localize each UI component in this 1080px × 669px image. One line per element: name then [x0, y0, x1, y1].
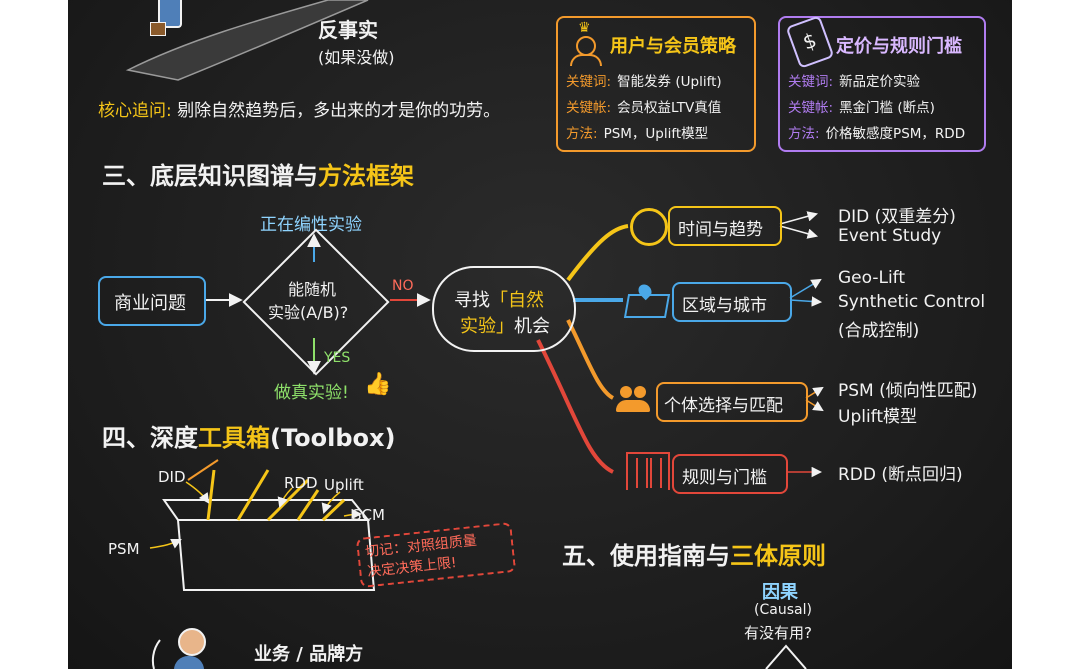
method-did: DID (双重差分) — [838, 207, 956, 227]
core-label: 核心追问: — [98, 101, 172, 121]
core-text: 剔除自然趋势后，多出来的才是你的功劳。 — [177, 101, 501, 121]
branch-line-time — [566, 224, 629, 282]
user-card-row: 关键帐:会员权益LTV真值 — [566, 100, 722, 116]
branch-time-label: 时间与趋势 — [678, 220, 763, 240]
person-figure-icon — [148, 0, 188, 42]
running-experiment-label: 正在编性实验 — [260, 215, 362, 235]
tool-label-scm: SCM — [352, 506, 385, 524]
cloud-line-1: 寻找「自然 — [454, 290, 544, 311]
section-5-heading: 五、使用指南与三体原则 — [562, 542, 826, 570]
user-check-icon: ♛ — [570, 20, 602, 66]
gate-icon — [626, 452, 670, 490]
people-icon — [616, 384, 652, 414]
branch-region: 区域与城市 — [672, 282, 792, 322]
branch-line-individual — [566, 319, 615, 400]
method-psm: PSM (倾向性匹配) — [838, 381, 978, 401]
tool-label-rdd: RDD — [284, 474, 318, 492]
alarm-clock-icon — [630, 208, 668, 246]
user-card-row: 方法:PSM，Uplift模型 — [566, 126, 709, 142]
triangle-tip — [765, 644, 807, 669]
price-card-row: 关键词:新品定价实验 — [788, 74, 921, 90]
thumbs-up-icon: 👍 — [364, 372, 392, 397]
connector-lines — [125, 0, 824, 669]
tool-label-did: DID — [158, 468, 186, 486]
section-3-heading: 三、底层知识图谱与方法框架 — [102, 156, 414, 191]
branch-rule: 规则与门槛 — [672, 454, 788, 494]
counterfactual-title: 反事实 — [318, 18, 378, 42]
method-geo-lift: Geo-Lift — [838, 268, 906, 288]
decision-line-2: 实验(A/B)? — [268, 303, 349, 322]
yes-label: YES — [324, 350, 351, 366]
toolbox-chest — [176, 519, 376, 591]
price-tag-icon: $ — [785, 15, 835, 69]
section-3-prefix: 三、底层知识图谱与 — [102, 162, 318, 190]
branch-individual: 个体选择与匹配 — [656, 382, 808, 422]
cloud-line-2: 实验」机会 — [460, 316, 550, 337]
business-person-icon — [174, 628, 206, 669]
branch-region-label: 区域与城市 — [682, 296, 767, 316]
method-rdd: RDD (断点回归) — [838, 465, 963, 485]
briefcase-icon — [150, 22, 166, 36]
map-pin-icon — [623, 281, 671, 318]
no-label: NO — [392, 278, 414, 294]
tool-label-psm: PSM — [108, 540, 140, 558]
road-shape — [125, 0, 369, 81]
branch-time: 时间与趋势 — [668, 206, 782, 246]
branch-rule-label: 规则与门槛 — [682, 468, 767, 488]
method-synthetic-control: Synthetic Control — [838, 292, 986, 312]
causal-question: 有没有用? — [744, 624, 812, 642]
business-question-box: 商业问题 — [98, 276, 206, 326]
price-card-row: 关键帐:黑金门槛 (断点) — [788, 100, 935, 116]
price-card-row: 方法:价格敏感度PSM，RDD — [788, 126, 966, 142]
business-question-label: 商业问题 — [114, 293, 186, 314]
user-strategy-card: ♛ 用户与会员策略 关键词:智能发券 (Uplift) 关键帐:会员权益LTV真… — [556, 16, 756, 152]
tool-label-uplift: Uplift — [324, 476, 364, 494]
counterfactual-subtitle: (如果没做) — [318, 48, 395, 67]
user-card-row: 关键词:智能发券 (Uplift) — [566, 74, 722, 90]
causal-en: (Causal) — [754, 602, 812, 618]
branch-line-rule — [536, 339, 614, 474]
branch-individual-label: 个体选择与匹配 — [664, 396, 783, 416]
chalkboard: 反事实 (如果没做) 核心追问: 剔除自然趋势后，多出来的才是你的功劳。 ♛ 用… — [68, 0, 1012, 669]
section-4-heading: 四、深度工具箱(Toolbox) — [102, 424, 396, 452]
business-brand-label: 业务 / 品牌方 — [254, 644, 364, 665]
pricing-rule-card: $ 定价与规则门槛 关键词:新品定价实验 关键帐:黑金门槛 (断点) 方法:价格… — [778, 15, 986, 152]
section-3-highlight: 方法框架 — [318, 162, 414, 190]
natural-experiment-cloud — [432, 266, 576, 352]
causal-title: 因果 — [762, 582, 798, 603]
decision-line-1: 能随机 — [288, 280, 337, 299]
method-event-study: Event Study — [838, 226, 942, 246]
method-synthetic-control-cn: (合成控制) — [838, 321, 920, 341]
tools-sticks — [206, 469, 346, 522]
core-question: 核心追问: 剔除自然趋势后，多出来的才是你的功劳。 — [98, 96, 500, 121]
price-card-title: 定价与规则门槛 — [836, 36, 962, 57]
method-uplift: Uplift模型 — [838, 407, 918, 427]
user-card-title: 用户与会员策略 — [610, 36, 736, 57]
do-real-experiment: 做真实验! — [274, 383, 349, 403]
